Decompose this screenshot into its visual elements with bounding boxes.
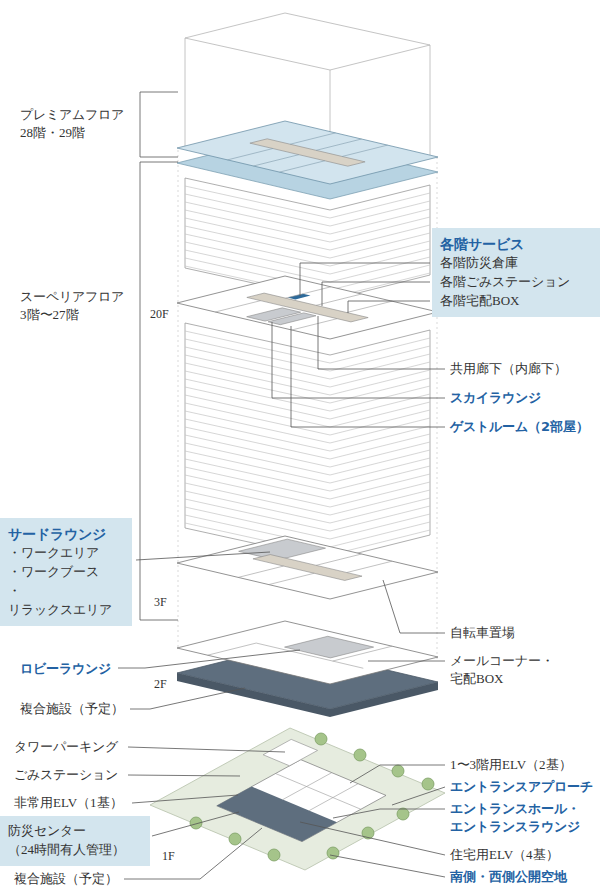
callout-label: ゲストルーム（2部屋） — [448, 418, 591, 436]
room-walls — [252, 760, 386, 823]
roof-outline — [185, 13, 430, 70]
leader-line — [128, 747, 285, 752]
info-panel: 防災センター （24時間有人管理） — [0, 816, 150, 866]
callout-label: ロビーラウンジ — [18, 660, 113, 678]
callout-label: プレミアムフロア 28階・29階 — [18, 106, 134, 141]
leader-line — [300, 822, 445, 855]
callout-label: 複合施設（予定） — [18, 700, 126, 718]
panel-heading: サードラウンジ — [8, 524, 124, 544]
floor-bracket — [140, 162, 178, 620]
callout-label: エントランスホール・ エントランスラウンジ — [448, 800, 594, 835]
panel-heading: 各階サービス — [440, 234, 592, 254]
floor-plate — [177, 121, 438, 184]
tree — [268, 849, 280, 861]
panel-text: ・リラックスエリア — [8, 582, 124, 620]
leader-line — [368, 661, 445, 662]
floor-plate — [177, 276, 438, 339]
callout-label: エントランスアプローチ — [448, 778, 595, 796]
leader-line — [383, 580, 445, 633]
leader-line — [118, 650, 300, 668]
leader-lines — [118, 92, 445, 879]
leader-line — [291, 326, 445, 427]
callout-label: スーペリアフロア 3階〜27階 — [18, 288, 134, 323]
callout-label: 南側・西側公開空地 — [448, 868, 569, 886]
floor-bracket — [140, 92, 178, 157]
callout-label: スカイラウンジ — [448, 389, 543, 407]
leader-line — [318, 316, 445, 369]
guest-room — [268, 313, 316, 325]
floor-number: 3F — [152, 594, 169, 610]
wire-edge — [430, 45, 431, 155]
callout-label: 非常用ELV（1基） — [12, 794, 125, 812]
callout-label: 1〜3階用ELV（2基） — [448, 756, 574, 774]
leader-line — [350, 765, 445, 783]
leader-line — [136, 552, 270, 560]
room-walls — [208, 628, 423, 680]
room-walls — [238, 550, 392, 588]
callout-label: ごみステーション — [12, 766, 120, 784]
plate — [177, 536, 438, 599]
tree — [392, 765, 404, 777]
leader-line — [392, 787, 445, 805]
panel-text: 各階ごみステーション — [440, 273, 592, 292]
info-panel: サードラウンジ・ワークエリア・ワークブース・リラックスエリア — [0, 518, 132, 626]
building-footprint — [217, 760, 386, 842]
panel-text: ・ワークブース — [8, 563, 124, 582]
panel-text: 各階宅配BOX — [440, 292, 592, 311]
leader-line — [272, 322, 445, 398]
room-walls — [215, 285, 400, 330]
parking — [263, 739, 317, 765]
panel-text: ・ワークエリア — [8, 544, 124, 563]
leader-line — [152, 812, 239, 836]
leader-line — [333, 809, 445, 818]
tree — [354, 749, 366, 761]
floor-plate — [177, 536, 438, 599]
callout-label: 共用廊下（内廊下） — [448, 360, 569, 378]
info-panel: 各階サービス各階防災倉庫各階ごみステーション各階宅配BOX — [432, 228, 600, 317]
corridor — [250, 139, 365, 166]
wire-edge — [185, 38, 186, 148]
leader-line — [330, 855, 445, 877]
floor-lines — [185, 331, 430, 555]
leader-line — [132, 795, 238, 803]
leader-line — [300, 263, 430, 296]
floor-stack — [185, 323, 430, 560]
guide-line — [178, 150, 179, 650]
lounge-area — [285, 636, 374, 658]
trees — [190, 733, 434, 861]
callout-label: 自転車置場 — [448, 624, 517, 642]
tree — [397, 808, 409, 820]
room-walls — [227, 133, 387, 172]
tree — [327, 847, 339, 859]
floor-number: 20F — [148, 306, 171, 322]
callout-label: メールコーナー・ 宅配BOX — [448, 652, 564, 687]
plate — [177, 121, 438, 184]
leader-line — [322, 282, 430, 306]
tree — [315, 733, 327, 745]
floor-number: 2F — [152, 676, 169, 692]
leader-line — [348, 301, 430, 313]
floor-number: 1F — [160, 848, 177, 864]
tree — [422, 778, 434, 790]
callout-label: タワーパーキング — [12, 738, 120, 756]
panel-text: 各階防災倉庫 — [440, 254, 592, 273]
tree — [229, 833, 241, 845]
corridor — [253, 555, 362, 581]
panel-text: 防災センター （24時間有人管理） — [8, 822, 142, 860]
callout-label: 住宅用ELV（4基） — [448, 846, 561, 864]
callout-label: 複合施設（予定） — [12, 870, 120, 888]
leader-line — [128, 775, 240, 776]
leader-line — [130, 688, 245, 709]
plate — [177, 276, 438, 339]
